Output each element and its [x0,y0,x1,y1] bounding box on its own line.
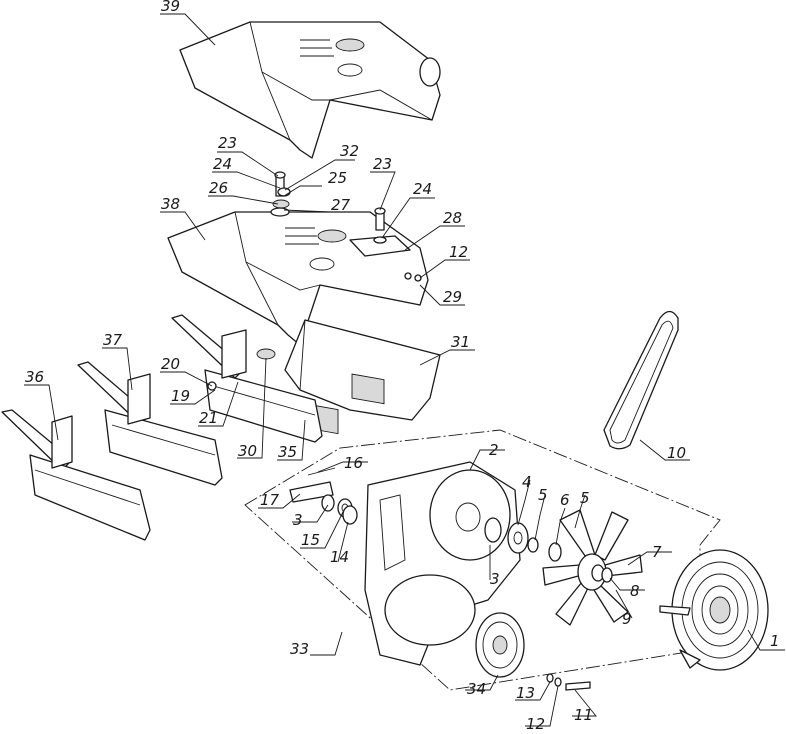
part-1-fan-guard [659,549,769,671]
fasteners-upper [270,171,422,282]
part-39-top-cover [179,21,441,159]
label-14: 14 [330,548,349,566]
label-12-upper: 12 [449,243,468,261]
assembly-33-outline [244,429,721,691]
label-24-upper: 24 [213,155,232,173]
label-27: 27 [331,196,351,214]
label-30: 30 [238,442,257,460]
label-6: 6 [560,491,570,509]
label-24-right: 24 [413,180,432,198]
parts-3-6-bearings [484,517,562,562]
label-12-lower: 12 [526,715,545,733]
label-37: 37 [103,331,123,349]
part-10-belt [603,310,679,450]
label-16: 16 [344,454,363,472]
part-7-fan [542,509,643,626]
label-26: 26 [209,179,228,197]
part-35-bracket [171,314,323,443]
label-5-right: 5 [580,489,590,507]
label-38: 38 [161,195,180,213]
label-25: 25 [328,169,347,187]
label-20: 20 [161,355,180,373]
label-36: 36 [25,368,44,386]
label-2: 2 [489,441,499,459]
label-33: 33 [290,640,309,658]
parts-14-17-shaft [289,467,358,525]
label-32: 32 [340,142,359,160]
label-21: 21 [199,409,218,427]
part-36-bracket [1,409,151,541]
label-23-upper: 23 [218,134,237,152]
label-28: 28 [443,209,462,227]
label-13: 13 [516,684,535,702]
part-34-pulley [475,612,525,678]
label-31: 31 [451,333,470,351]
part-number-labels: 39 23 24 26 32 25 27 23 24 28 12 29 38 3… [25,0,780,733]
label-3-right: 3 [490,570,500,588]
label-9: 9 [622,610,632,628]
label-15: 15 [301,531,320,549]
label-1: 1 [770,632,780,650]
leader-lines [24,13,785,727]
label-17: 17 [260,491,280,509]
label-29: 29 [443,288,462,306]
label-19: 19 [171,387,190,405]
label-39: 39 [161,0,180,15]
part-37-bracket [77,361,223,486]
label-7: 7 [652,543,662,561]
label-11: 11 [574,706,593,724]
label-35: 35 [278,443,297,461]
part-38-lower-cover [167,211,429,346]
label-5-left: 5 [538,486,548,504]
label-8: 8 [630,582,640,600]
label-23-right: 23 [373,155,392,173]
parts-11-13-bolt [546,673,591,691]
label-4: 4 [522,473,532,491]
label-34: 34 [467,680,486,698]
label-10: 10 [667,444,686,462]
label-3-left: 3 [293,511,303,529]
